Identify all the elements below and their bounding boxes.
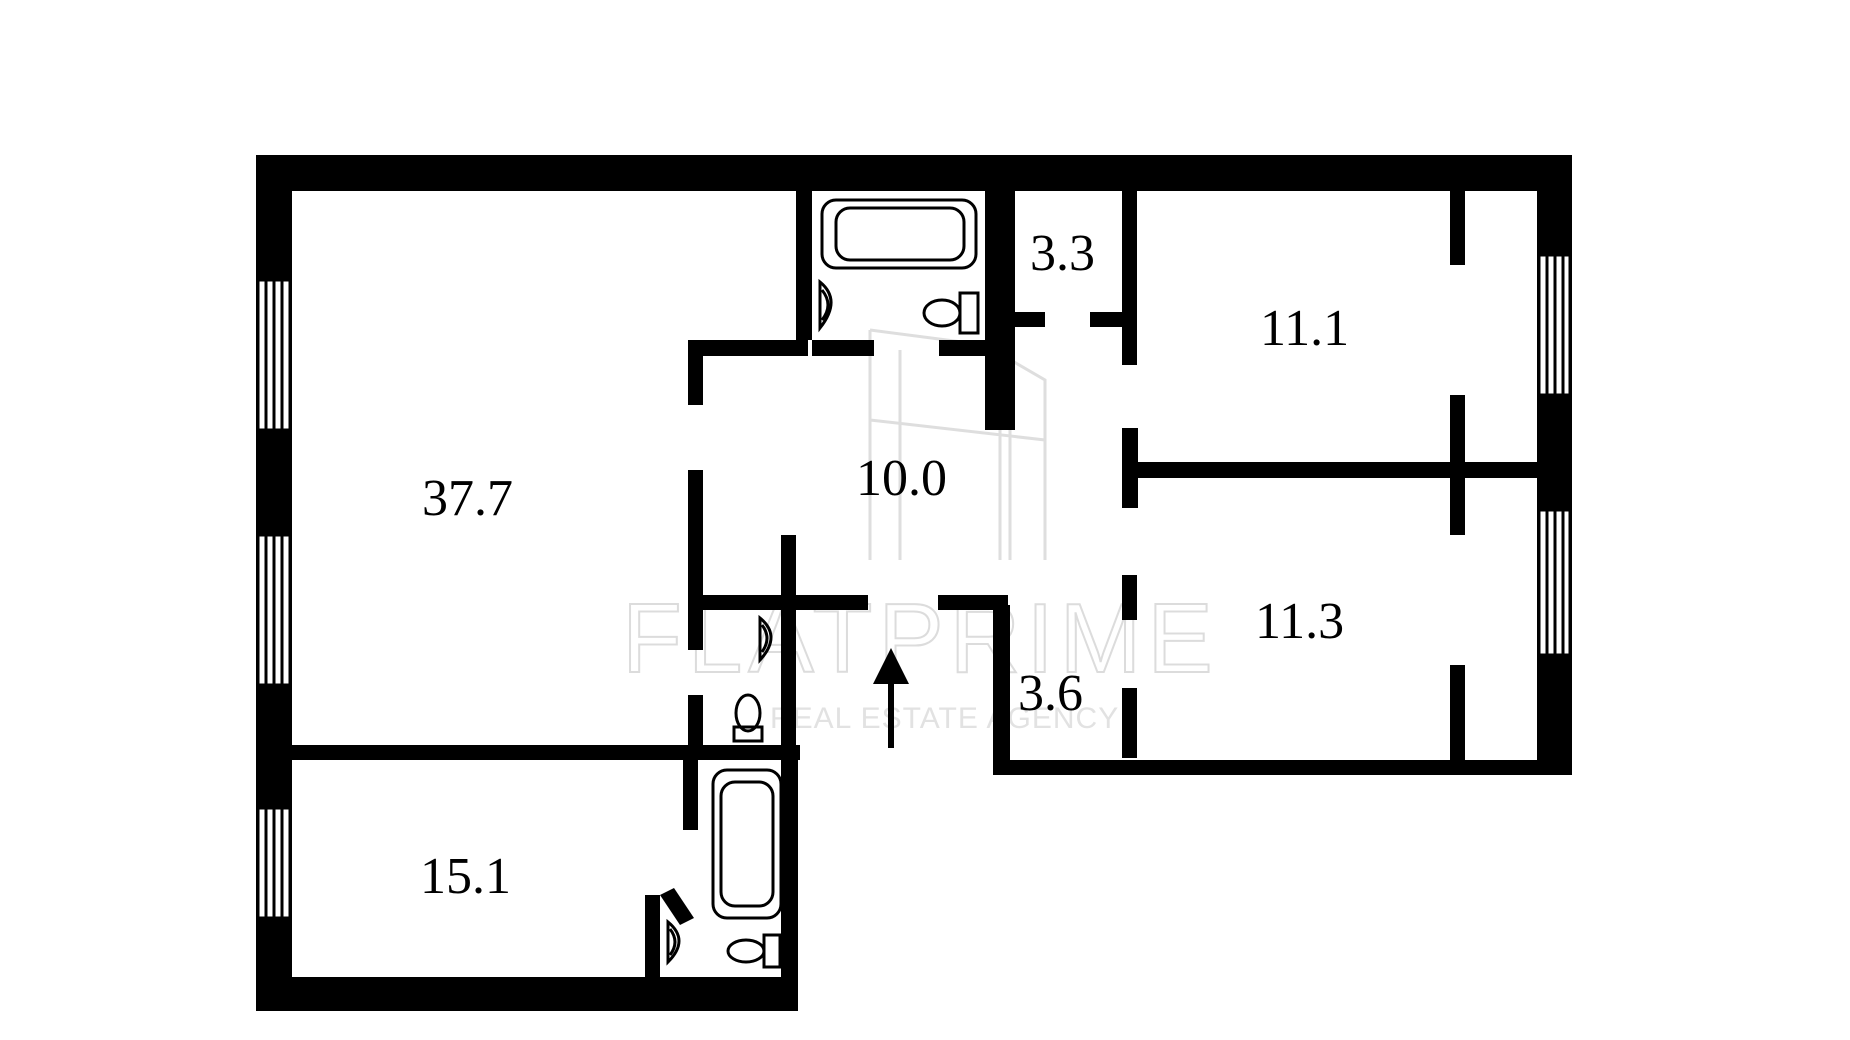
room-area-bedroom-mid-right: 11.3	[1255, 593, 1344, 650]
sink-lower-icon	[666, 918, 681, 966]
room-area-storage-small: 3.3	[1030, 225, 1095, 282]
room-area-storage-lower: 3.6	[1018, 665, 1083, 722]
bathtub-top-icon	[820, 198, 978, 270]
watermark-tagline: REAL ESTATE AGENCY	[770, 702, 1119, 735]
room-area-living: 37.7	[422, 470, 513, 527]
sink-top-icon	[818, 278, 833, 333]
window-mullions	[264, 255, 1565, 918]
watermark: FLATPRIME REAL ESTATE AGENCY	[621, 328, 1214, 735]
toilet-middle-icon	[732, 693, 764, 743]
room-area-hall: 10.0	[856, 450, 947, 507]
sink-middle-icon	[758, 614, 773, 664]
room-labels: 37.7 10.0 11.1 11.3 15.1 3.3 3.6	[420, 225, 1349, 905]
entrance-arrow-icon	[873, 648, 909, 748]
toilet-top-icon	[922, 291, 980, 335]
watermark-logo-icon	[868, 328, 1047, 560]
toilet-lower-icon	[726, 933, 782, 969]
room-area-bedroom-top-right: 11.1	[1260, 300, 1349, 357]
bathtub-lower-icon	[711, 768, 783, 920]
room-area-bedroom-bottom-left: 15.1	[420, 848, 511, 905]
